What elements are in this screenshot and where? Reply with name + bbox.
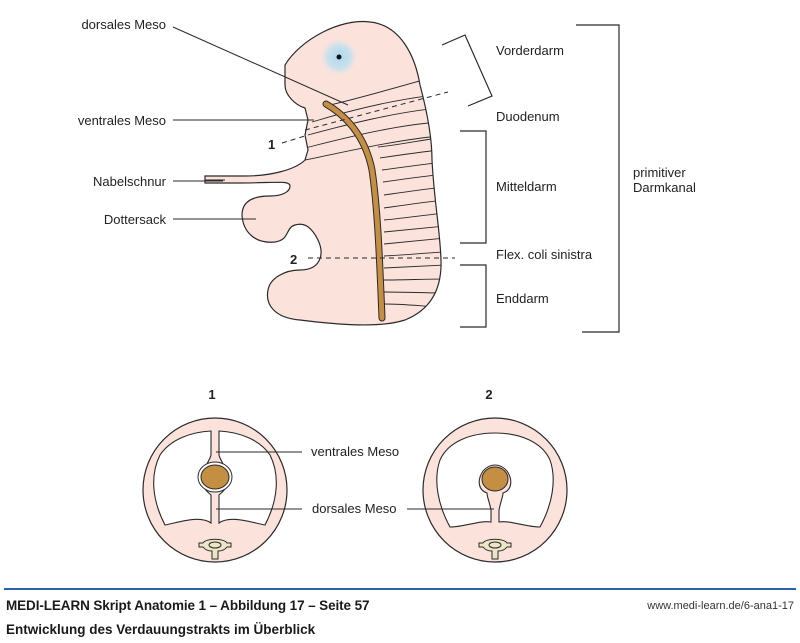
gut-lumen [200, 464, 230, 490]
label-vorderdarm: Vorderdarm [496, 43, 564, 58]
vertebra-icon [198, 538, 232, 560]
gut-tube-fill [323, 101, 385, 321]
section-marker-2: 2 [290, 252, 297, 267]
cross-section-1: 1 [142, 387, 302, 563]
section-marker-1: 1 [268, 137, 275, 152]
label-dorsales-meso: dorsales Meso [81, 17, 166, 32]
bracket-vorderdarm [441, 34, 493, 107]
embryo-leader-lines [172, 26, 455, 259]
footer-subtitle: Entwicklung des Verdauungstrakts im Über… [6, 622, 316, 637]
footer-title: MEDI-LEARN Skript Anatomie 1 – Abbildung… [6, 598, 370, 613]
label-flex-coli-sinistra: Flex. coli sinistra [496, 247, 593, 262]
label-enddarm: Enddarm [496, 291, 549, 306]
label-duodenum: Duodenum [496, 109, 560, 124]
label-ventrales-meso: ventrales Meso [78, 113, 166, 128]
embryo [204, 20, 442, 326]
label-dottersack: Dottersack [104, 212, 167, 227]
label-mitteldarm: Mitteldarm [496, 179, 557, 194]
eye-dot [336, 54, 342, 60]
cross-section-2-title: 2 [485, 387, 492, 402]
label-cs-ventrales-meso: ventrales Meso [311, 444, 399, 459]
label-cs-dorsales-meso: dorsales Meso [312, 501, 397, 516]
region-brackets [441, 24, 620, 333]
gut-lumen [481, 466, 509, 492]
cross-section-1-title: 1 [208, 387, 215, 402]
gut-development-diagram: dorsales Meso ventrales Meso Nabelschnur… [78, 17, 696, 563]
footer-divider [4, 588, 796, 590]
bracket-primitiver-darmkanal [576, 24, 620, 333]
bracket-mitteldarm [460, 130, 487, 244]
coelom [436, 432, 554, 528]
label-darmkanal: Darmkanal [633, 180, 696, 195]
cross-section-2: 2 [407, 387, 568, 563]
label-nabelschnur: Nabelschnur [93, 174, 167, 189]
vertebra-icon [478, 538, 512, 560]
bracket-enddarm [460, 264, 487, 328]
footer-url[interactable]: www.medi-learn.de/6-ana1-17 [647, 600, 794, 612]
label-primitiver: primitiver [633, 165, 686, 180]
